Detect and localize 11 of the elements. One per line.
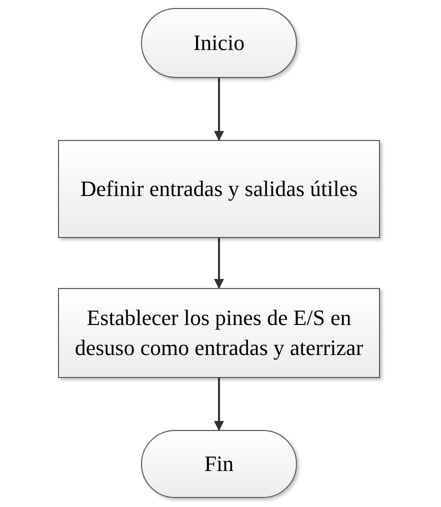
arrow (214, 238, 224, 289)
node-label: Establecer los pines de E/S en desuso como entradas y aterrizar (74, 304, 364, 362)
terminal-shape (141, 430, 297, 498)
process-box (58, 140, 380, 238)
node-label: Definir entradas y salidas útiles (80, 175, 358, 203)
node-label: Fin (204, 450, 234, 478)
node-label: Inicio (193, 29, 245, 57)
process-box (58, 288, 380, 378)
arrow (214, 378, 224, 431)
arrow (214, 78, 224, 141)
terminal-shape (141, 8, 297, 78)
